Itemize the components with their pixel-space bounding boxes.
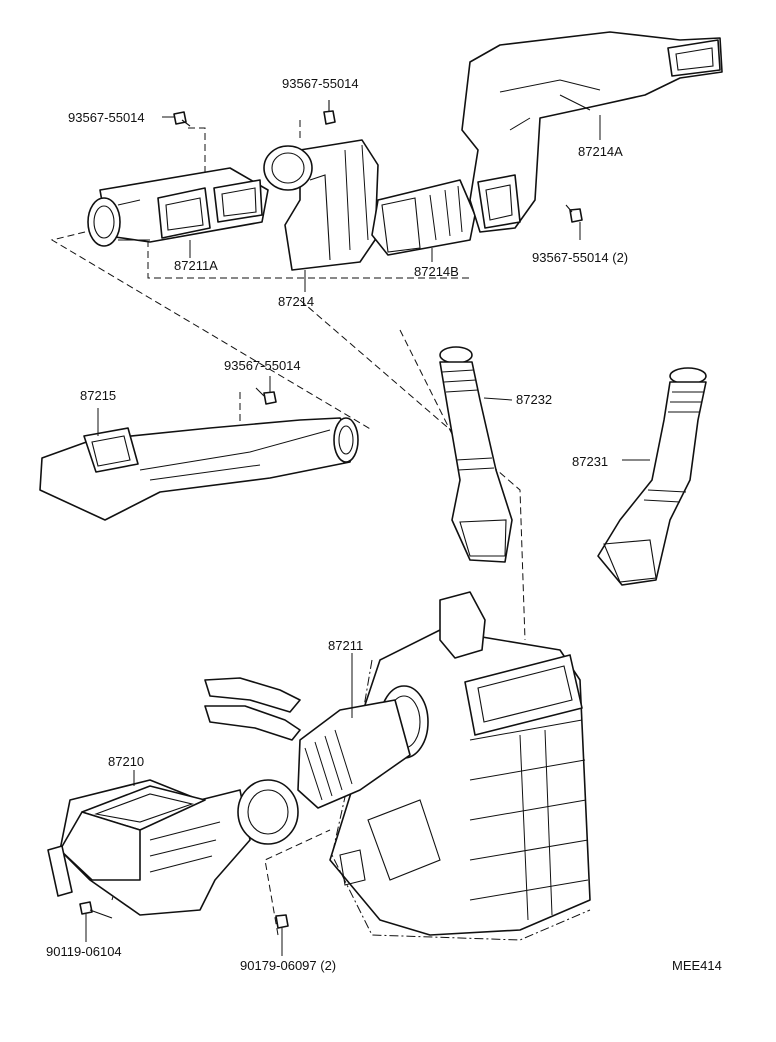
label-87211a: 87211A: [174, 258, 218, 273]
label-87215: 87215: [80, 388, 116, 403]
diagram-code: MEE414: [672, 958, 722, 973]
label-screw-top-mid: 93567-55014: [282, 76, 359, 91]
label-screw-right: 93567-55014 (2): [532, 250, 628, 265]
bolt-bottom-left: [79, 901, 113, 942]
label-87232: 87232: [516, 392, 552, 407]
label-87231: 87231: [572, 454, 608, 469]
duct-87214a: [461, 31, 723, 233]
duct-87214: [263, 139, 379, 292]
label-87214: 87214: [278, 294, 314, 309]
label-87211: 87211: [328, 638, 363, 653]
screw-mid: [255, 376, 277, 405]
hose-87232: [439, 346, 513, 563]
assembly-guide-lines: [50, 120, 526, 936]
duct-87214b: [371, 179, 476, 262]
label-screw-top-left: 93567-55014: [68, 110, 145, 125]
hose-87231: [597, 367, 707, 586]
bolt-bottom-mid: [275, 914, 289, 956]
label-87210: 87210: [108, 754, 144, 769]
label-87214b: 87214B: [414, 264, 459, 279]
heater-unit-87211: [204, 591, 591, 941]
screw-top-mid: [323, 100, 336, 125]
label-bolt-bottom-mid: 90179-06097 (2): [240, 958, 336, 973]
screw-top-left: [162, 111, 191, 127]
screw-right: [565, 204, 583, 240]
label-87214a: 87214A: [578, 144, 623, 159]
label-screw-mid: 93567-55014: [224, 358, 301, 373]
blower-unit-87210: [47, 770, 299, 916]
label-bolt-bottom-left: 90119-06104: [46, 944, 122, 959]
duct-87215: [39, 408, 359, 521]
duct-87211a: [87, 167, 269, 258]
part-labels: 93567-55014 93567-55014 87211A 87214 872…: [46, 76, 722, 973]
